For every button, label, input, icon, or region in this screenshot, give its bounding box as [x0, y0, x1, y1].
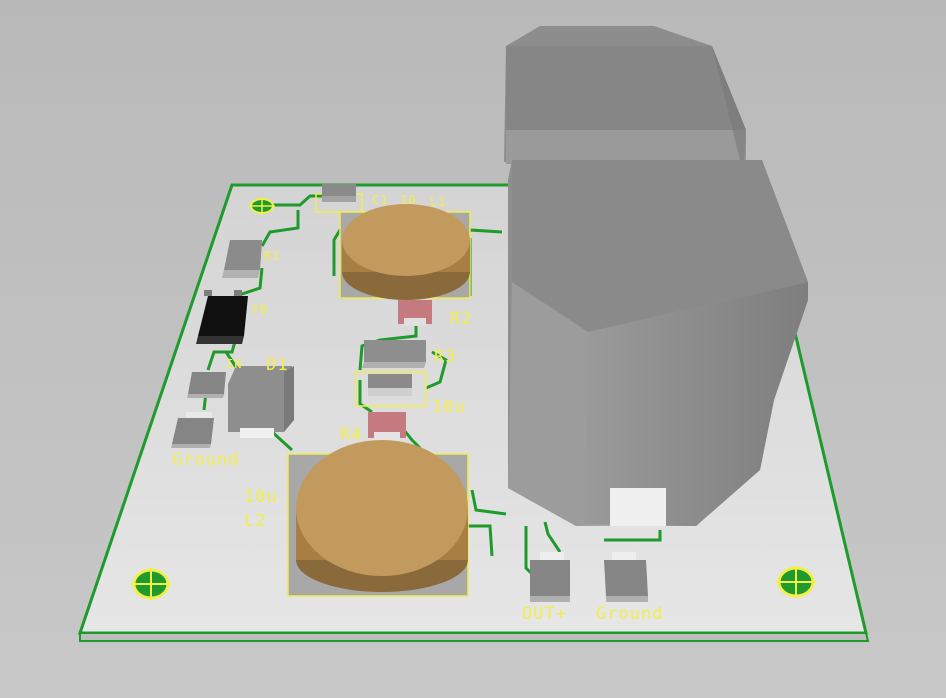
label-r3: R3 [434, 347, 456, 367]
mounting-hole-top-left [249, 198, 275, 214]
label-c1: C1 [372, 193, 388, 207]
pad-ground-left[interactable] [171, 412, 214, 448]
label-ground-right: Ground [596, 604, 663, 624]
diode-d1[interactable] [228, 366, 294, 438]
resistor-r4[interactable] [368, 412, 406, 440]
label-out-plus: OUT+ [522, 604, 567, 624]
resistor-r2[interactable] [398, 300, 432, 326]
resistor-r1[interactable] [222, 240, 262, 278]
label-r2: R2 [450, 309, 472, 329]
inductor-l1[interactable] [339, 204, 471, 300]
ic-fb-chip[interactable] [196, 290, 248, 344]
capacitor-c3[interactable] [355, 371, 427, 407]
label-l1: L1 [430, 195, 446, 209]
label-r1: R1 [264, 249, 280, 263]
label-l2-ref: L2 [244, 511, 266, 531]
label-d1: D1 [266, 355, 288, 375]
label-ground-left: Ground [172, 450, 239, 470]
label-c1-value: 10 [400, 193, 416, 207]
mounting-hole-bottom-right [776, 566, 816, 598]
pad-out-plus[interactable] [530, 552, 570, 602]
label-l2-value: 10u [244, 487, 278, 507]
label-r4: R4 [340, 425, 362, 445]
label-c3-value: 10u [432, 397, 466, 417]
inductor-l2[interactable] [287, 440, 469, 597]
resistor-r3[interactable] [362, 340, 426, 368]
capacitor-large-rear[interactable] [504, 26, 746, 164]
pad-ground-right[interactable] [604, 552, 648, 602]
capacitor-large-front[interactable] [508, 160, 808, 526]
pad-in[interactable] [187, 372, 226, 398]
capacitor-c1[interactable] [315, 184, 363, 213]
mounting-hole-bottom-left [131, 568, 171, 600]
label-fb: FB [252, 303, 268, 317]
label-in: IN [226, 357, 242, 371]
